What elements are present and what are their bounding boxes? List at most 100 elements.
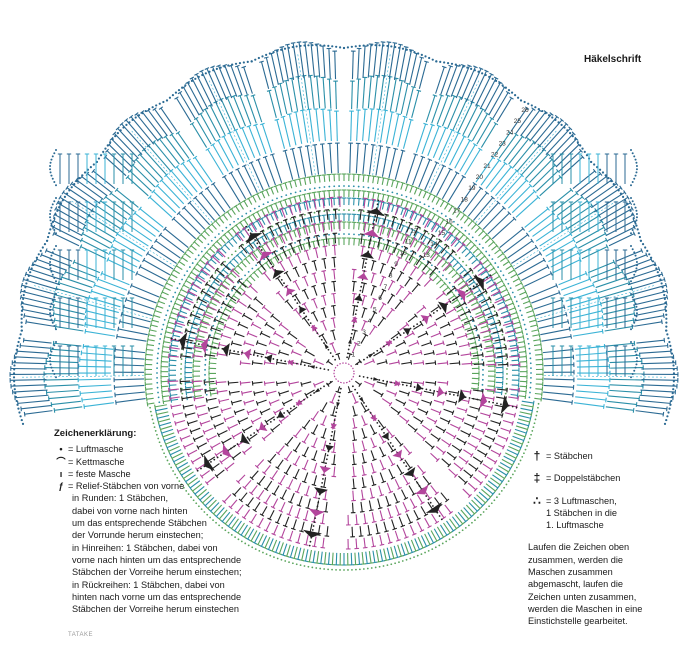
treble-stitch	[17, 399, 50, 404]
double-stitch	[434, 245, 440, 252]
chain-stitch	[633, 321, 636, 324]
chain-stitch	[20, 317, 23, 320]
chain-stitch	[172, 470, 174, 472]
chain-stitch	[503, 343, 506, 346]
double-stitch	[459, 214, 466, 221]
double-stitch	[248, 273, 253, 278]
treble-stitch	[412, 156, 424, 186]
double-stitch	[362, 294, 368, 297]
double-stitch	[507, 291, 511, 297]
treble-stitch	[394, 150, 404, 180]
double-stitch	[231, 285, 235, 290]
treble-stitch	[27, 266, 31, 272]
treble-stitch	[445, 65, 458, 96]
treble-stitch	[435, 66, 445, 94]
chain-stitch	[484, 73, 487, 77]
treble-stitch	[540, 328, 570, 336]
double-stitch	[262, 271, 267, 275]
double-stitch	[457, 426, 461, 431]
double-stitch	[221, 267, 226, 272]
double-stitch	[379, 225, 384, 236]
chain-stitch	[634, 174, 637, 177]
double-stitch	[474, 467, 479, 472]
double-stitch	[251, 270, 257, 275]
double-stitch	[404, 542, 410, 554]
double-stitch	[215, 290, 225, 297]
double-stitch	[209, 357, 217, 360]
treble-stitch	[222, 174, 227, 179]
chain-stitch	[635, 264, 638, 267]
treble-stitch	[409, 53, 418, 85]
double-stitch	[318, 191, 321, 199]
double-stitch	[408, 485, 415, 495]
double-stitch	[224, 280, 231, 286]
double-stitch	[396, 222, 402, 226]
treble-stitch	[538, 321, 569, 329]
chain-stitch	[355, 568, 357, 571]
double-stitch	[178, 315, 186, 319]
double-stitch	[429, 251, 436, 259]
double-stitch	[435, 292, 445, 300]
double-stitch	[471, 253, 476, 258]
double-stitch	[465, 315, 469, 321]
chain-stitch	[55, 197, 57, 199]
double-stitch	[486, 390, 494, 393]
double-stitch	[231, 306, 235, 312]
chain-stitch	[327, 568, 330, 571]
double-stitch	[461, 417, 465, 423]
double-stitch	[307, 226, 311, 234]
double-stitch	[194, 405, 198, 410]
double-stitch	[470, 288, 474, 294]
treble-stitch	[635, 410, 664, 415]
chain-stitch	[327, 44, 330, 47]
double-stitch	[225, 293, 230, 298]
double-stitch	[288, 242, 293, 246]
double-stitch	[186, 351, 194, 354]
chain-stitch	[311, 566, 314, 569]
treble-stitch	[275, 49, 284, 83]
double-stitch	[367, 239, 373, 242]
double-stitch	[173, 300, 177, 306]
double-stitch	[484, 237, 491, 244]
chain-stitch	[377, 188, 379, 191]
double-stitch	[313, 382, 316, 388]
chain-stitch	[473, 324, 476, 327]
double-stitch	[281, 401, 285, 407]
double-stitch	[361, 474, 367, 476]
double-stitch	[401, 489, 407, 499]
treble-stitch	[541, 123, 567, 152]
chain-stitch	[630, 293, 632, 295]
double-stitch	[460, 430, 470, 436]
double-stitch	[313, 192, 316, 200]
double-stitch	[193, 491, 197, 497]
chain-stitch	[214, 236, 217, 239]
double-stitch	[381, 262, 387, 266]
double-stitch	[323, 174, 326, 183]
chain-stitch	[634, 158, 637, 161]
treble-stitch	[291, 78, 299, 111]
double-stitch	[266, 390, 277, 395]
chain-stitch	[51, 177, 54, 180]
treble-stitch	[449, 136, 465, 166]
double-stitch	[195, 404, 206, 408]
double-stitch	[352, 304, 357, 307]
double-stitch	[241, 390, 243, 396]
double-stitch	[332, 317, 336, 328]
treble-stitch	[590, 187, 622, 209]
treble-stitch	[81, 396, 113, 401]
treble-stitch	[227, 131, 232, 135]
treble-stitch	[431, 95, 443, 124]
treble-stitch	[111, 245, 140, 263]
double-stitch	[381, 398, 391, 405]
chain-stitch	[13, 364, 16, 367]
double-stitch	[409, 203, 414, 211]
double-stitch	[427, 245, 433, 250]
double-stitch	[239, 260, 244, 265]
chain-stitch	[523, 100, 526, 104]
double-stitch	[218, 342, 221, 347]
treble-stitch	[11, 384, 47, 387]
treble-stitch	[123, 306, 153, 317]
double-stitch	[304, 510, 309, 521]
double-stitch	[255, 496, 261, 501]
chain-stitch	[153, 426, 156, 429]
